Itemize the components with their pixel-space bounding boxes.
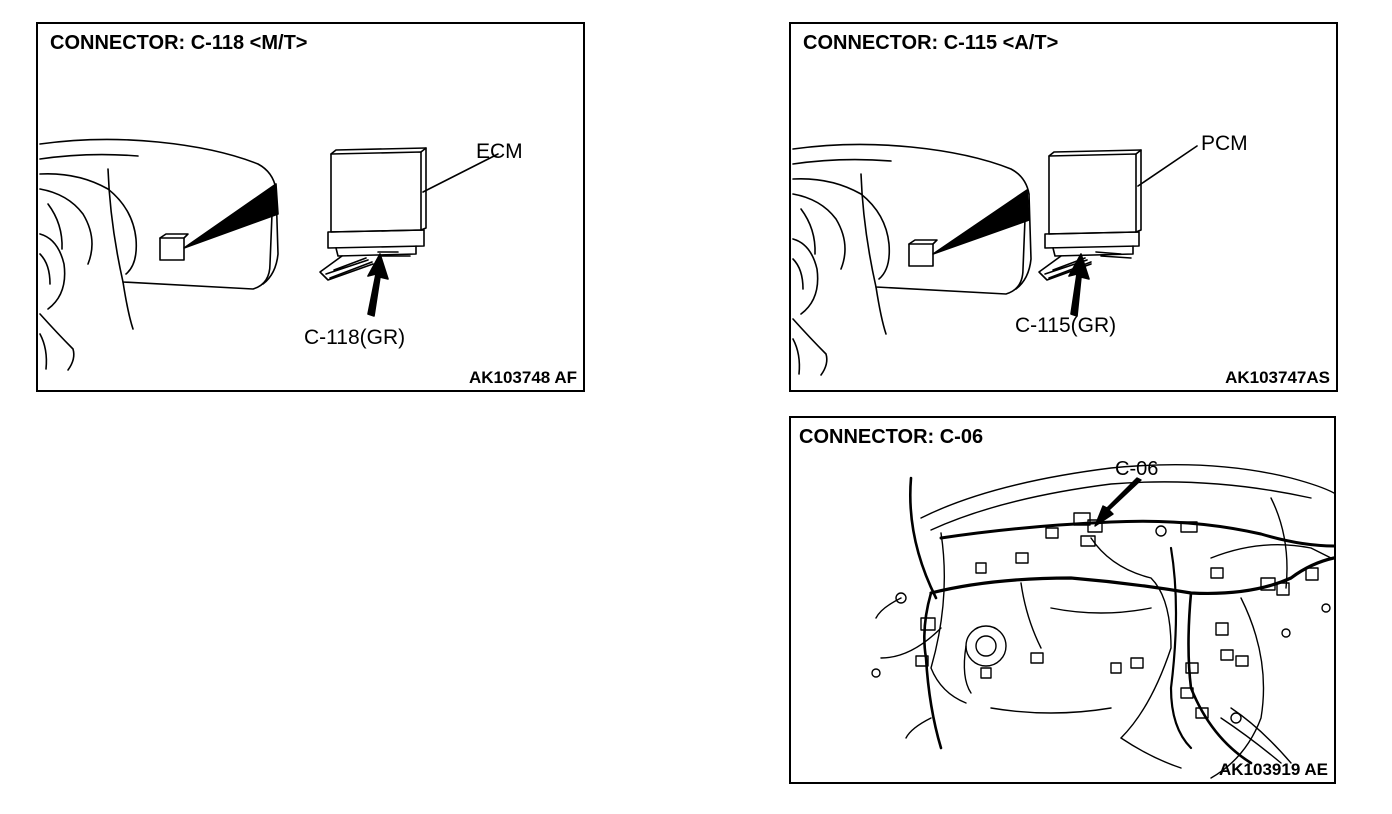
panel-title: CONNECTOR: C-06 (799, 426, 984, 448)
figure-code: AK103919 AE (1219, 760, 1328, 779)
dashboard-pcm-illustration (792, 143, 1198, 376)
dashboard-ecm-illustration (39, 138, 499, 371)
connector-diagram-c115: CONNECTOR: C-115 <A/T> PCM C-115(GR) AK1… (789, 22, 1338, 392)
wiring-harness-illustration (871, 463, 1334, 779)
pcm-label: PCM (1201, 132, 1248, 155)
connector-diagram-c06: CONNECTOR: C-06 (789, 416, 1336, 784)
panel-title: CONNECTOR: C-115 <A/T> (803, 32, 1059, 54)
figure-code: AK103747AS (1225, 368, 1330, 387)
panel-title: CONNECTOR: C-118 <M/T> (50, 32, 308, 54)
connector-label: C-115(GR) (1015, 314, 1117, 337)
connector-label: C-06 (1115, 458, 1159, 480)
figure-code: AK103748 AF (468, 368, 577, 387)
connector-diagram-c118: CONNECTOR: C-118 <M/T> ECM C-118(GR (36, 22, 585, 392)
ecm-label: ECM (476, 140, 523, 163)
connector-label: C-118(GR) (304, 326, 406, 349)
